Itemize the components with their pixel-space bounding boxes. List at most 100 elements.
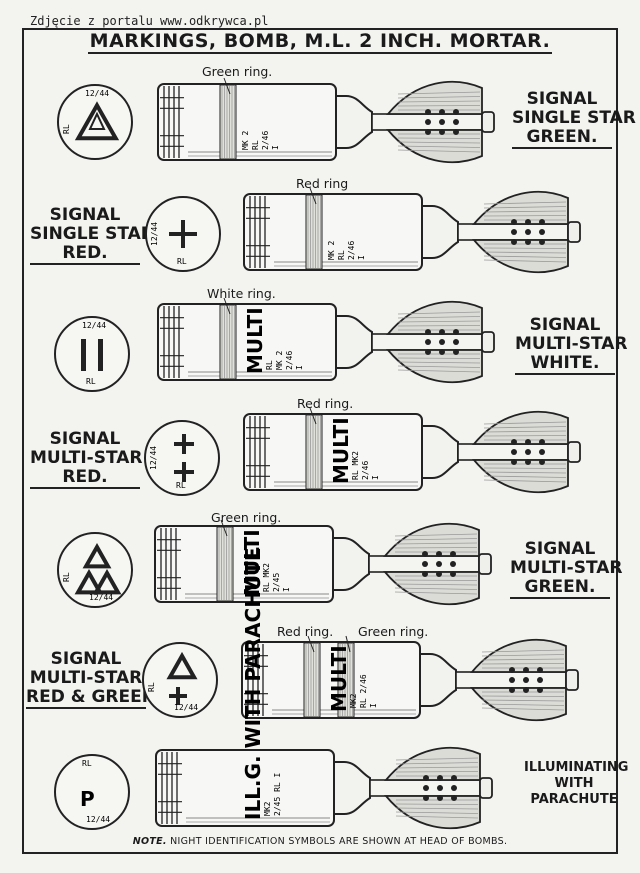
watermark: Zdjęcie z portalu www.odkrywca.pl [30,14,269,28]
ring-label: Red ring. [297,396,354,411]
bomb-neck [332,537,370,591]
vent-hole [425,349,431,355]
vent-hole [539,219,545,225]
symbol-code: RL [82,759,92,768]
cartridge-cap [479,777,493,799]
fin-shade [397,137,481,139]
ring-label: Red ring. [277,624,334,639]
fin-shade [483,251,567,254]
triangle-symbol [74,568,104,595]
fin-shade [483,215,567,217]
vent-hole [511,239,517,245]
ring-leader [307,635,315,653]
fin-shade [481,654,565,657]
cross-symbol [174,434,194,454]
fin-shade [481,703,565,706]
symbol-code: RL [177,257,187,266]
vent-hole [511,219,517,225]
marking-text: I [369,703,378,708]
fin-shade [481,663,565,665]
vent-hole [423,785,429,791]
vent-hole [525,219,531,225]
symbol-code: 12/44 [89,593,113,602]
bar-symbol [81,339,86,371]
fin-shade [483,435,567,437]
vent-hole [525,439,531,445]
cartridge-cap [565,669,579,691]
fin-shade [483,259,567,263]
marking-text: MK 2 [241,131,250,150]
vent-hole [439,129,445,135]
marking-text: I [357,255,366,260]
symbol-circle [144,420,220,496]
fin-shade [483,471,567,474]
fin-shade [481,658,565,661]
multi-stencil: MULTI [329,417,353,484]
fin-shade [397,145,481,148]
fin-shade [397,357,481,359]
ring-leader [223,77,231,95]
fin-shade [397,311,481,315]
fin-shade [483,206,567,209]
note-text: NIGHT IDENTIFICATION SYMBOLS ARE SHOWN A… [170,836,508,847]
marking-text: MK2 [349,693,358,708]
multi-stencil: MULTI [243,307,267,374]
vent-hole [422,551,428,557]
bomb-neck [419,653,457,707]
vent-hole [523,667,529,673]
bomb-neck [421,425,459,479]
ring-label: Red ring [296,176,349,191]
fin-shade [394,591,478,595]
symbol-code: 12/44 [150,222,159,246]
vent-hole [525,239,531,245]
vent-hole [436,571,442,577]
vent-hole [511,459,517,465]
fin-shade [397,91,481,95]
fin-shade [395,815,479,819]
marking-text: I [271,145,280,150]
fin-shade [481,699,565,702]
fin-shade [481,649,565,653]
symbol-code: 12/44 [86,815,110,824]
vent-hole [451,775,457,781]
marking-text: MK 2 [275,351,284,370]
vent-hole [537,687,543,693]
cartridge-cap [481,111,495,133]
ring-leader [223,297,231,315]
vent-hole [453,349,459,355]
fin-shade [397,100,481,103]
vent-hole [450,571,456,577]
fin-shade [483,247,567,249]
vent-hole [511,439,517,445]
vent-hole [425,339,431,345]
fin-shade [483,467,567,469]
fin-shade [397,105,481,107]
vent-hole [451,785,457,791]
marking-text: I [295,365,304,370]
fin-shade [395,803,479,805]
vent-hole [425,119,431,125]
cross-symbol [169,220,197,248]
vent-hole [451,795,457,801]
vent-hole [539,449,545,455]
fin-shade [395,766,479,769]
marking-text: RL [265,360,274,370]
ring-leader [220,519,228,537]
marking-text: RL MK2 [351,451,360,480]
marking-text: MK 2 [327,241,336,260]
bomb-neck [335,95,373,149]
vent-hole [539,239,545,245]
fin-shade [395,757,479,761]
